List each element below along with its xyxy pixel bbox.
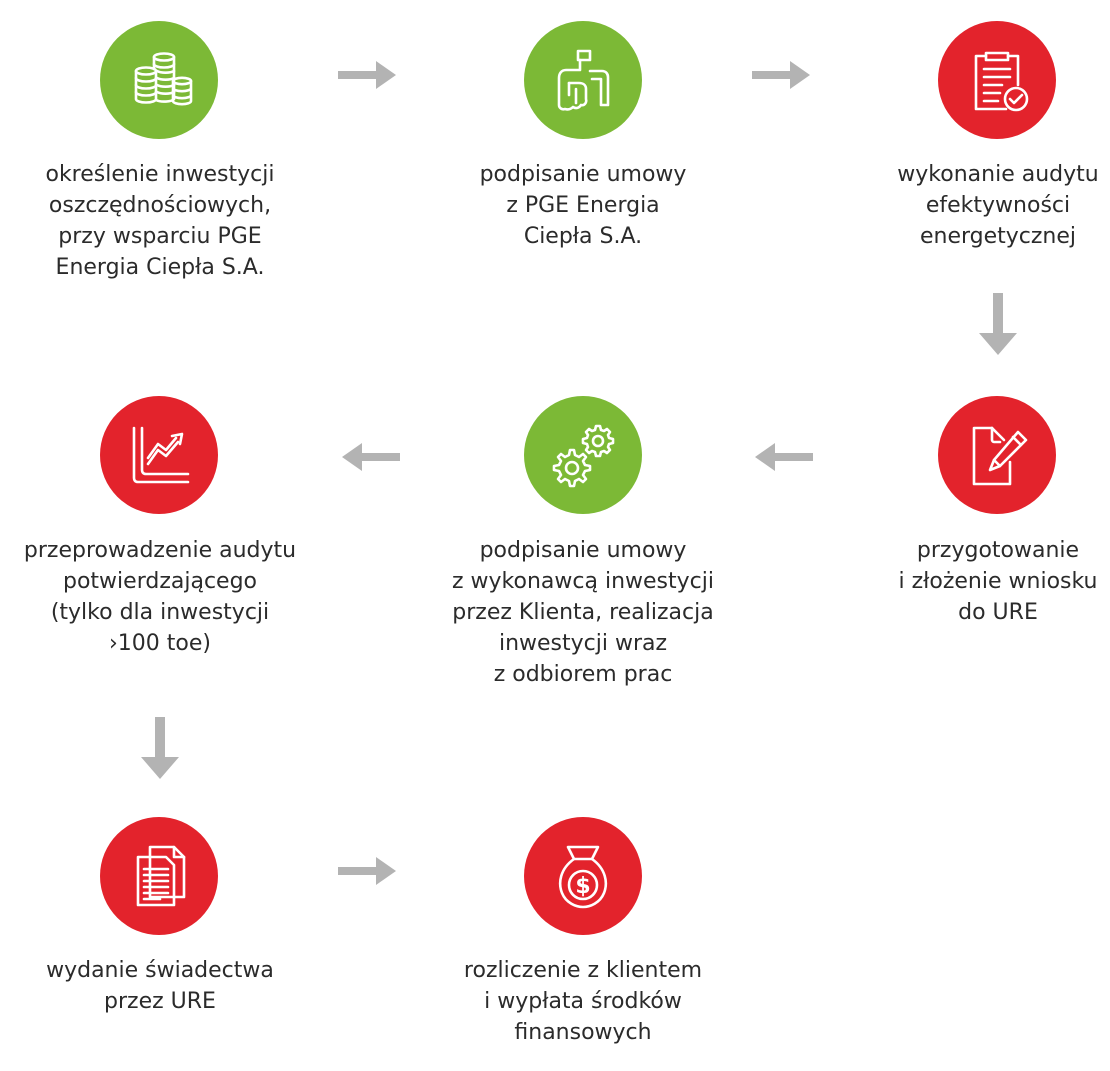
caption-line: energetycznej — [919, 224, 1077, 249]
caption-line: podpisanie umowy — [479, 162, 687, 187]
arrow-right-2 — [752, 61, 810, 89]
handshake-icon — [557, 49, 610, 111]
caption-line: (tylko dla inwestycji — [50, 600, 270, 625]
step-5-caption: podpisanie umowy z wykonawcą inwestycji … — [413, 535, 753, 690]
caption-line: wykonanie audytu — [897, 162, 1099, 187]
step-5-circle — [524, 396, 642, 514]
caption-line: Ciepła S.A. — [523, 224, 643, 249]
caption-line: ›100 toe) — [109, 631, 211, 656]
step-8-caption: rozliczenie z klientem i wypłata środków… — [413, 955, 753, 1048]
documents-icon — [136, 845, 186, 907]
step-1-circle — [100, 21, 218, 139]
step-8-circle: $ — [524, 817, 642, 935]
arrow-down-1 — [979, 293, 1017, 355]
caption-line: inwestycji wraz — [498, 631, 668, 656]
caption-line: oszczędnościowych, — [48, 193, 272, 218]
caption-line: rozliczenie z klientem — [463, 958, 703, 983]
step-6-circle — [100, 396, 218, 514]
step-2-circle — [524, 21, 642, 139]
caption-line: przez URE — [104, 989, 216, 1014]
caption-line: potwierdzającego — [63, 569, 257, 594]
caption-line: Energia Ciepła S.A. — [55, 255, 265, 280]
clipboard-check-icon — [974, 51, 1029, 112]
arrow-right-1 — [338, 61, 396, 89]
caption-line: podpisanie umowy — [479, 538, 687, 563]
caption-line: efektywności — [925, 193, 1071, 218]
step-3-caption: wykonanie audytu efektywności energetycz… — [828, 159, 1110, 252]
caption-line: przeprowadzenie audytu — [23, 538, 297, 563]
arrow-left-2 — [342, 443, 400, 471]
caption-line: przygotowanie — [916, 538, 1080, 563]
arrow-right-3 — [338, 857, 396, 885]
caption-line: z wykonawcą inwestycji — [452, 569, 714, 594]
arrow-left-1 — [755, 443, 813, 471]
coins-icon — [134, 52, 193, 106]
step-1-caption: określenie inwestycji oszczędnościowych,… — [0, 159, 330, 283]
step-7-caption: wydanie świadectwa przez URE — [0, 955, 330, 1017]
caption-line: przy wsparciu PGE — [58, 224, 262, 249]
growth-chart-icon — [132, 426, 190, 484]
svg-text:$: $ — [575, 874, 590, 899]
caption-line: finansowych — [514, 1020, 652, 1045]
document-pen-icon — [972, 426, 1028, 486]
step-7-circle — [100, 817, 218, 935]
step-2-caption: podpisanie umowy z PGE Energia Ciepła S.… — [413, 159, 753, 252]
caption-line: wydanie świadectwa — [46, 958, 274, 983]
caption-line: z odbiorem prac — [493, 662, 673, 687]
step-6-caption: przeprowadzenie audytu potwierdzającego … — [0, 535, 330, 659]
step-3-circle — [938, 21, 1056, 139]
caption-line: i złożenie wniosku — [898, 569, 1098, 594]
caption-line: i wypłata środków — [484, 989, 682, 1014]
money-bag-icon: $ — [558, 845, 608, 909]
step-4-caption: przygotowanie i złożenie wniosku do URE — [828, 535, 1110, 628]
caption-line: z PGE Energia — [506, 193, 660, 218]
step-4-circle — [938, 396, 1056, 514]
gears-icon — [552, 424, 615, 488]
arrow-down-2 — [141, 717, 179, 779]
caption-line: do URE — [958, 600, 1038, 625]
caption-line: przez Klienta, realizacja — [452, 600, 714, 625]
caption-line: określenie inwestycji — [45, 162, 275, 187]
